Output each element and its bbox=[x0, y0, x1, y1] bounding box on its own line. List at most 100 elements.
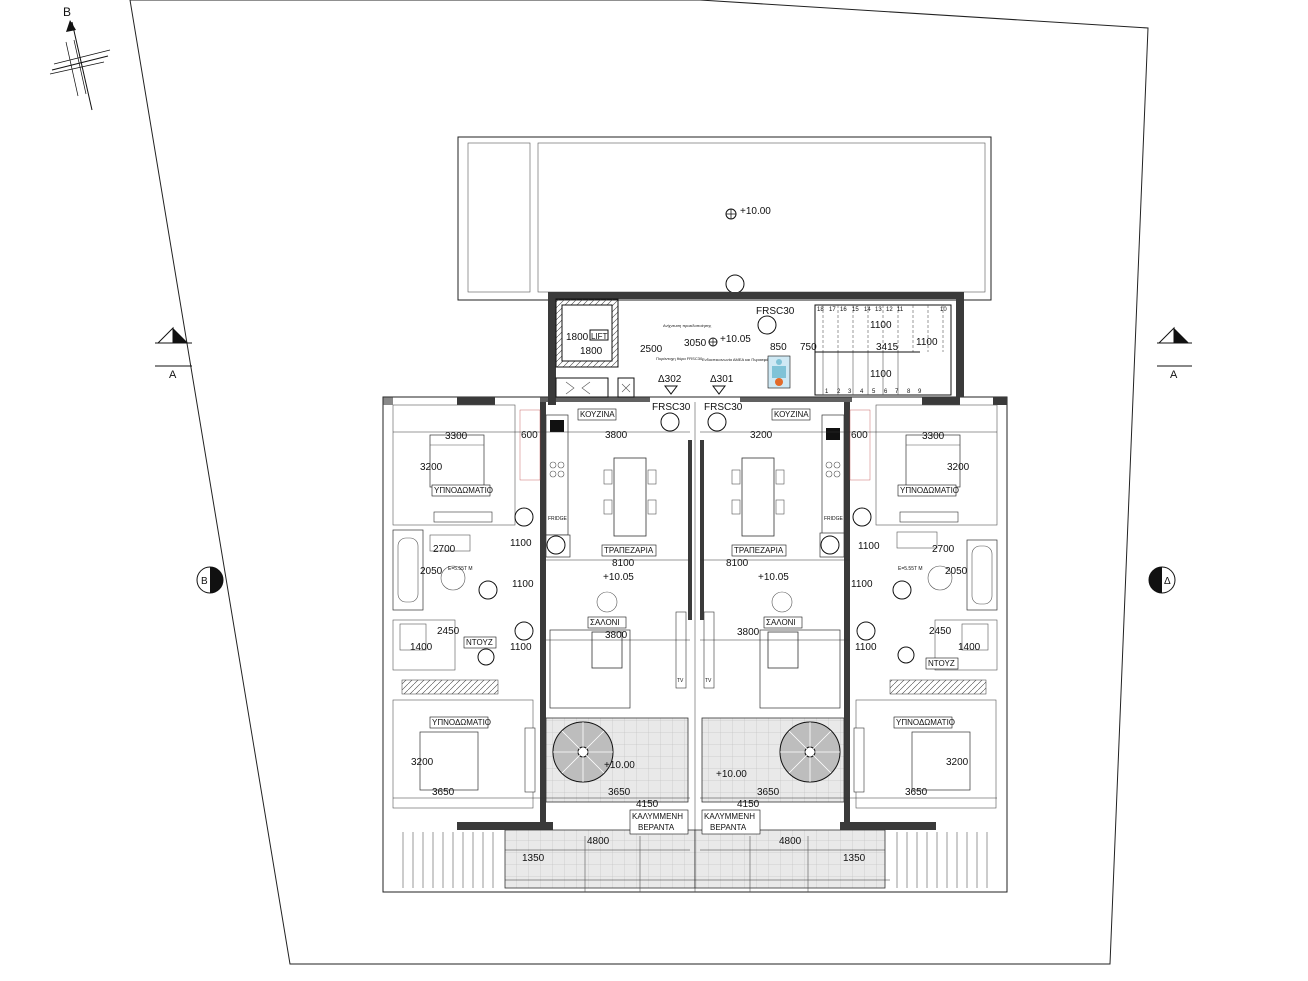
tv-left: TV bbox=[677, 678, 684, 684]
stair-dim-1: 1100 bbox=[870, 320, 892, 331]
stair-dim-2: 3415 bbox=[876, 342, 899, 353]
lift-dim-2: 1800 bbox=[580, 346, 603, 357]
frsc-right: FRSC30 bbox=[704, 402, 743, 413]
dim: 4800 bbox=[587, 836, 610, 847]
veranda-level-left: +10.00 bbox=[604, 760, 635, 771]
living-label-left: ΣΑΛΟΝΙ bbox=[590, 618, 620, 627]
bedroom-bottom-label-right: ΥΠΝΟΔΩΜΑΤΙΟ bbox=[896, 718, 955, 727]
ewh-left: E=5.55T M bbox=[448, 566, 473, 572]
veranda-label-right-2: ΒΕΡΑΝΤΑ bbox=[710, 823, 747, 832]
stair-num: 6 bbox=[884, 389, 888, 395]
door-tag bbox=[707, 412, 727, 432]
stair-num: 13 bbox=[875, 307, 882, 313]
stair-num: 12 bbox=[886, 307, 893, 313]
lift-label: LIFT bbox=[591, 332, 608, 341]
core-dim-2500: 2500 bbox=[640, 344, 663, 355]
core-dim-750: 750 bbox=[800, 342, 817, 353]
north-label: B bbox=[63, 5, 71, 19]
bedroom-top-label-right: ΥΠΝΟΔΩΜΑΤΙΟ bbox=[900, 486, 959, 495]
dim: 600 bbox=[851, 430, 868, 441]
section-circle-right-icon bbox=[1148, 566, 1176, 594]
stair-num: 14 bbox=[864, 307, 871, 313]
door-tag bbox=[660, 412, 680, 432]
door-tag-stair bbox=[757, 315, 777, 335]
dining-label-right: ΤΡΑΠΕΖΑΡΙΑ bbox=[734, 546, 784, 555]
dim: 3650 bbox=[905, 787, 928, 798]
top-terrace-level: +10.00 bbox=[740, 206, 771, 217]
fridge-right: FRIDGE bbox=[824, 516, 844, 522]
stair-num: 18 bbox=[817, 307, 824, 313]
dim: 1100 bbox=[851, 579, 873, 590]
stair-num: 16 bbox=[840, 307, 847, 313]
dim: 4150 bbox=[737, 799, 760, 810]
level-right: +10.05 bbox=[758, 572, 789, 583]
dim: 3800 bbox=[605, 430, 628, 441]
frsc-stair: FRSC30 bbox=[756, 306, 795, 317]
stair-num: 1 bbox=[825, 389, 829, 395]
dim: 1100 bbox=[512, 579, 534, 590]
veranda-label-left-1: ΚΑΛΥΜΜΕΝΗ bbox=[632, 812, 683, 821]
site-boundary bbox=[129, 0, 1149, 965]
dim: 3650 bbox=[608, 787, 631, 798]
bedroom-bottom-label-left: ΥΠΝΟΔΩΜΑΤΙΟ bbox=[432, 718, 491, 727]
dim: 3300 bbox=[922, 431, 945, 442]
kitchen-label-right: ΚΟΥΖΙΝΑ bbox=[774, 410, 809, 419]
door-tag-terrace bbox=[725, 274, 745, 294]
wheelchair-icon bbox=[767, 355, 791, 389]
stair-num: 5 bbox=[872, 389, 876, 395]
section-circle-left-icon bbox=[196, 566, 224, 594]
core-note-1: Ανίχνευση προειδοποίησης bbox=[663, 323, 711, 328]
core-level: +10.05 bbox=[720, 334, 751, 345]
dim: 1400 bbox=[958, 642, 981, 653]
lift-dim-1: 1800 bbox=[566, 332, 589, 343]
level-marker-icon bbox=[708, 337, 718, 347]
level-marker-icon bbox=[725, 208, 737, 220]
dim: 8100 bbox=[612, 558, 635, 569]
stair-num: 2 bbox=[837, 389, 841, 395]
veranda-label-right-1: ΚΑΛΥΜΜΕΝΗ bbox=[704, 812, 755, 821]
dim: 2450 bbox=[929, 626, 952, 637]
spiral-stair-right-icon bbox=[779, 721, 841, 783]
dim: 3200 bbox=[420, 462, 443, 473]
shower-label-left: ΝΤΟΥΖ bbox=[466, 638, 493, 647]
dim: 1100 bbox=[855, 642, 877, 653]
dim: 1350 bbox=[522, 853, 545, 864]
veranda-level-right: +10.00 bbox=[716, 769, 747, 780]
dimension-lines bbox=[393, 431, 997, 892]
stair-num: 11 bbox=[897, 307, 904, 313]
apartment-right bbox=[694, 404, 998, 889]
section-circle-left-label: B bbox=[201, 576, 208, 587]
dim: 2050 bbox=[945, 566, 968, 577]
stair-dim-4: 1100 bbox=[916, 337, 938, 348]
bedroom-top-label-left: ΥΠΝΟΔΩΜΑΤΙΟ bbox=[434, 486, 493, 495]
dim: 2700 bbox=[433, 544, 456, 555]
apt-left-marker-icon bbox=[664, 385, 678, 395]
top-terrace-outline bbox=[457, 136, 992, 301]
dim: 3650 bbox=[432, 787, 455, 798]
dim: 1350 bbox=[843, 853, 866, 864]
apt-right-code: Δ301 bbox=[710, 374, 734, 385]
stair-num: 7 bbox=[895, 389, 899, 395]
core-note-2: Πυράντοχη θύρα FRSC30 bbox=[656, 356, 703, 361]
door-tags-left bbox=[477, 507, 566, 666]
dining-label-left: ΤΡΑΠΕΖΑΡΙΑ bbox=[604, 546, 654, 555]
dim: 2700 bbox=[932, 544, 955, 555]
dim: 600 bbox=[521, 430, 538, 441]
north-arrow-icon bbox=[49, 20, 111, 111]
stair-num: 8 bbox=[907, 389, 911, 395]
stair-num: 15 bbox=[852, 307, 859, 313]
stair-num: 3 bbox=[848, 389, 852, 395]
dim: 1100 bbox=[858, 541, 880, 552]
dim: 1400 bbox=[410, 642, 433, 653]
fridge-left: FRIDGE bbox=[548, 516, 568, 522]
dim: 2050 bbox=[420, 566, 443, 577]
dim: 1100 bbox=[510, 642, 532, 653]
stair-treads bbox=[815, 305, 944, 395]
dim: 1100 bbox=[510, 538, 532, 549]
stair-num: 9 bbox=[918, 389, 922, 395]
tv-right: TV bbox=[705, 678, 712, 684]
dim: 8100 bbox=[726, 558, 749, 569]
dim: 3300 bbox=[445, 431, 468, 442]
dim: 3200 bbox=[750, 430, 773, 441]
